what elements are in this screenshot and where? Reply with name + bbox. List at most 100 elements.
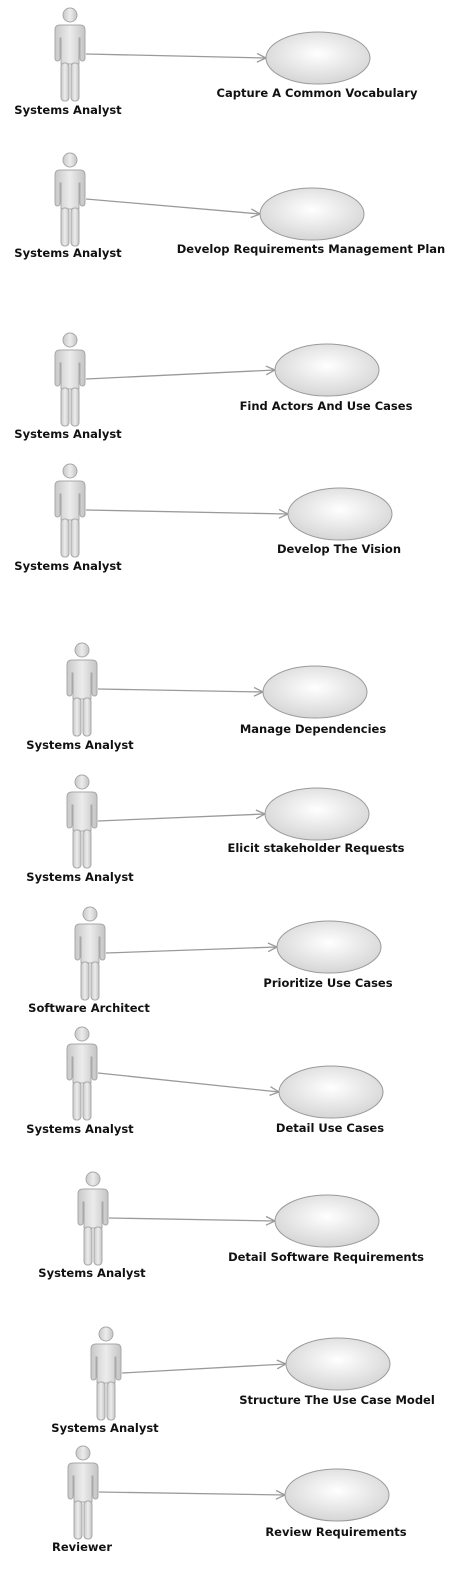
actor-figure: [54, 332, 86, 427]
use-case-ellipse: [287, 487, 393, 541]
use-case-ellipse: [278, 1065, 384, 1119]
use-case-label: Structure The Use Case Model: [239, 1393, 435, 1407]
actor-right-leg: [82, 829, 92, 869]
actor-figure: [66, 642, 98, 737]
actor-figure: [54, 463, 86, 558]
actor-right-leg: [93, 1226, 103, 1266]
use-case-ellipse: [259, 187, 365, 241]
use-case-row: Systems Analyst Develop Requirements Mana…: [14, 152, 446, 260]
association-line: [97, 813, 266, 822]
actor-body: [54, 480, 86, 521]
actor-head: [98, 1326, 114, 1342]
actor-left-leg: [60, 62, 70, 102]
actor-right-leg: [70, 207, 80, 247]
use-case-label: Detail Software Requirements: [228, 1250, 424, 1264]
actor-right-leg: [70, 62, 80, 102]
actor-head: [74, 1026, 90, 1042]
actor-right-leg: [106, 1381, 116, 1421]
actor-right-leg: [82, 1081, 92, 1121]
use-case-label: Capture A Common Vocabulary: [217, 86, 418, 100]
actor-head: [82, 906, 98, 922]
actor-left-leg: [60, 387, 70, 427]
actor-left-leg: [72, 829, 82, 869]
use-case-label: Elicit stakeholder Requests: [227, 841, 404, 855]
actor-label: Systems Analyst: [51, 1421, 159, 1435]
use-case-ellipse: [276, 920, 382, 974]
use-case-ellipse: [285, 1337, 391, 1391]
use-case-row: Systems Analyst Develop The Vision: [14, 463, 401, 573]
actor-head: [62, 332, 78, 348]
actor-right-leg: [83, 1500, 93, 1540]
actor-figure: [77, 1171, 109, 1266]
use-case-label: Develop The Vision: [277, 542, 401, 556]
actor-figure: [66, 1026, 98, 1121]
actor-left-leg: [73, 1500, 83, 1540]
association-line: [105, 946, 278, 954]
use-case-label: Manage Dependencies: [240, 722, 387, 736]
actor-head: [62, 463, 78, 479]
actor-left-leg: [72, 1081, 82, 1121]
actor-left-leg: [60, 207, 70, 247]
use-case-ellipse: [262, 665, 368, 719]
actor-body: [67, 1462, 99, 1503]
actor-body: [74, 923, 106, 964]
use-case-ellipse: [274, 1194, 380, 1248]
actor-right-leg: [70, 387, 80, 427]
actor-head: [74, 774, 90, 790]
association-line: [97, 688, 264, 693]
association-line: [98, 1491, 286, 1496]
actor-label: Systems Analyst: [14, 103, 122, 117]
use-case-ellipse: [274, 343, 380, 397]
association-line: [108, 1217, 276, 1222]
use-case-ellipse: [264, 787, 370, 841]
association-line: [85, 198, 261, 215]
actor-label: Systems Analyst: [38, 1266, 146, 1280]
actor-label: Software Architect: [28, 1001, 150, 1015]
actor-head: [62, 7, 78, 23]
actor-head: [75, 1445, 91, 1461]
actor-body: [66, 1043, 98, 1084]
use-case-ellipse: [284, 1468, 390, 1522]
diagram-rows: Systems Analyst Capture A Common Vocabula…: [14, 7, 446, 1554]
use-case-row: Systems Analyst Elicit stakeholder Reques…: [26, 774, 405, 884]
actor-right-leg: [70, 518, 80, 558]
actor-left-leg: [83, 1226, 93, 1266]
actor-label: Systems Analyst: [26, 738, 134, 752]
actor-figure: [54, 152, 86, 247]
use-case-label: Find Actors And Use Cases: [240, 399, 413, 413]
association-line: [85, 369, 276, 380]
association-line: [121, 1363, 287, 1374]
actor-body: [54, 349, 86, 390]
actor-figure: [67, 1445, 99, 1540]
actor-left-leg: [72, 697, 82, 737]
association-line: [85, 509, 289, 515]
use-case-label: Develop Requirements Management Plan: [177, 242, 446, 256]
actor-left-leg: [96, 1381, 106, 1421]
use-case-row: Systems Analyst Manage Dependencies: [26, 642, 387, 752]
actor-figure: [90, 1326, 122, 1421]
actor-body: [90, 1343, 122, 1384]
actor-label: Reviewer: [52, 1540, 112, 1554]
use-case-row: Systems Analyst Find Actors And Use Cases: [14, 332, 413, 441]
association-line: [97, 1072, 280, 1093]
actor-label: Systems Analyst: [14, 427, 122, 441]
actor-body: [54, 24, 86, 65]
use-case-row: Systems Analyst Capture A Common Vocabula…: [14, 7, 418, 117]
actor-left-leg: [60, 518, 70, 558]
actor-right-leg: [90, 961, 100, 1001]
actor-label: Systems Analyst: [14, 559, 122, 573]
actor-head: [62, 152, 78, 168]
actor-figure: [54, 7, 86, 102]
use-case-ellipse: [265, 31, 371, 85]
use-case-row: Systems Analyst Detail Software Requireme…: [38, 1171, 424, 1280]
actor-label: Systems Analyst: [26, 870, 134, 884]
actor-left-leg: [80, 961, 90, 1001]
actor-label: Systems Analyst: [26, 1122, 134, 1136]
actor-body: [54, 169, 86, 210]
actor-right-leg: [82, 697, 92, 737]
actor-label: Systems Analyst: [14, 246, 122, 260]
